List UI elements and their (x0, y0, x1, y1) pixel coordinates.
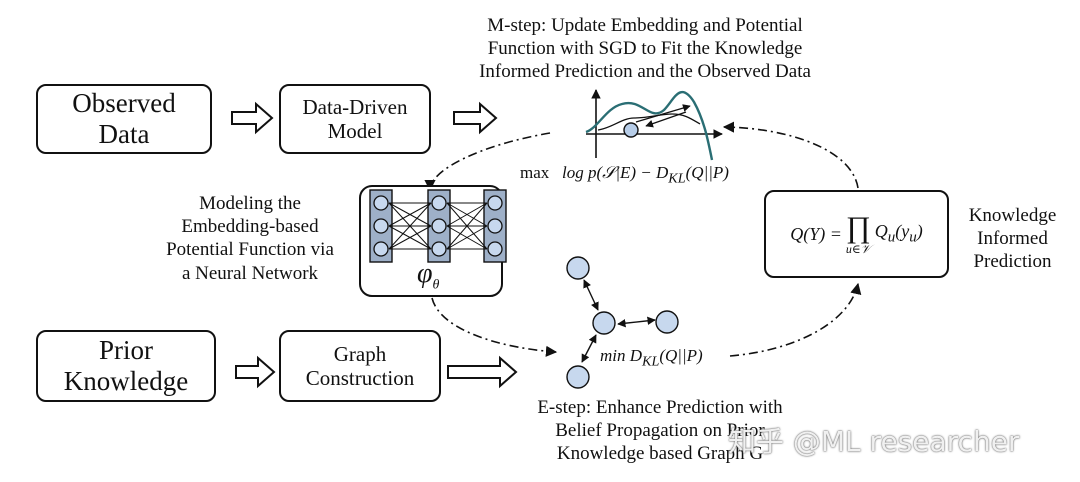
phi-symbol: φ (417, 258, 433, 289)
cycle-q-to-mstep (722, 121, 859, 189)
m-step-objective-main: log p(𝒮|E) − D (562, 163, 669, 182)
arrow-observed-to-model (231, 101, 274, 135)
modeling-caption: Modeling the Embedding-based Potential F… (166, 193, 334, 284)
phi-theta-label: φθ (417, 258, 439, 294)
m-step-objective-sub: KL (668, 170, 686, 187)
observed-data-box: Observed Data (36, 84, 212, 154)
e-step-objective-tail: (Q||P) (659, 346, 703, 365)
dashdot-cycle (424, 121, 862, 357)
q-formula-close: ) (916, 221, 923, 242)
q-formula-tail: (y (895, 221, 910, 242)
phi-sub: θ (432, 277, 440, 293)
block-arrows (231, 101, 518, 389)
prior-knowledge-box: Prior Knowledge (36, 330, 216, 402)
e-step-objective-sub: KL (642, 353, 660, 370)
knowledge-informed-caption: Knowledge Informed Prediction (968, 205, 1057, 273)
q-formula-rhs-group: Qu(yu) (875, 221, 923, 247)
m-step-objective-tail: (Q||P) (685, 163, 729, 182)
q-formula-rhs: Q (874, 221, 888, 242)
q-formula-under: u∈𝒱 (845, 242, 871, 256)
q-formula-tail-sub: u (909, 229, 917, 246)
q-formula-product: ∏ u∈𝒱 (845, 211, 871, 256)
m-step-objective: max log p(𝒮|E) − DKL(Q||P) (520, 163, 729, 187)
m-step-caption: M-step: Update Embedding and Potential F… (479, 15, 811, 83)
cycle-nn-to-estep (431, 297, 558, 357)
graph-construction-box: Graph Construction (279, 330, 441, 402)
arrow-model-to-mstep (453, 101, 498, 135)
q-formula-box: Q(Y) = ∏ u∈𝒱 Qu(yu) (764, 190, 949, 278)
arrow-graph-to-estep (447, 355, 518, 389)
arrow-prior-to-graph (235, 355, 276, 389)
data-driven-model-box: Data-Driven Model (279, 84, 431, 154)
e-step-objective-prefix: min D (600, 346, 643, 365)
neural-network (359, 185, 507, 297)
cycle-mstep-to-nn (424, 132, 551, 192)
watermark: 知乎 @ML researcher (728, 425, 1020, 458)
cycle-estep-to-q (729, 282, 862, 357)
q-formula-prod: ∏ (845, 211, 871, 244)
q-formula-lhs: Q(Y) = (790, 223, 842, 244)
e-step-objective: min DKL(Q||P) (600, 346, 703, 370)
m-step-plot (585, 89, 723, 161)
belief-graph (566, 256, 679, 389)
m-step-objective-prefix: max (520, 163, 550, 182)
q-formula-sub: u (887, 229, 896, 246)
e-step-caption: E-step: Enhance Prediction with Belief P… (537, 397, 783, 465)
